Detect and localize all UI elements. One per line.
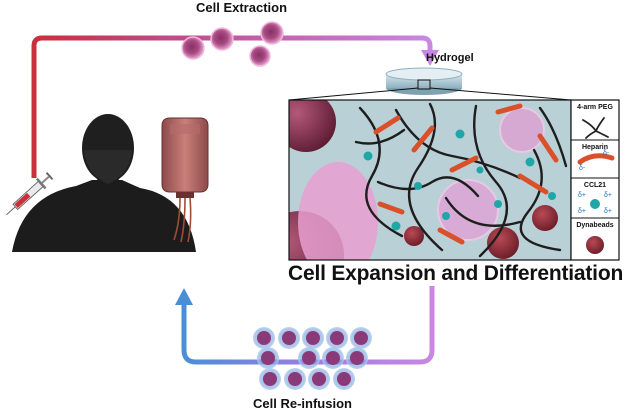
hydrogel-magnified-panel [288,99,572,261]
hydrogel-dish-icon [385,67,463,95]
ccl21-legend-icon [590,199,600,209]
reinfused-cells [253,327,372,390]
extracted-cells [181,21,284,67]
hydrogel-label: Hydrogel [426,52,474,64]
zoom-lines [288,87,572,101]
heparin-charge-right: δ- [603,150,610,157]
ccl21-charge-tl: δ+ [578,192,586,199]
ccl21-charge-bl: δ+ [578,208,586,215]
legend-dynabeads-label: Dynabeads [576,222,614,229]
legend-peg-label: 4-arm PEG [577,104,613,111]
legend-heparin-label: Heparin [581,144,609,151]
ccl21-charge-br: δ+ [604,208,612,215]
patient-silhouette [12,114,196,252]
cell-extraction-label: Cell Extraction [196,0,288,15]
peg-legend-icon [582,117,609,139]
legend-box [570,99,620,261]
cell-expansion-label: Cell Expansion and Differentiation [288,262,624,285]
syringe-icon [6,172,54,216]
heparin-legend-icon [577,153,615,165]
ccl21-charge-tr: δ+ [604,192,612,199]
dynabead-legend-icon [586,236,604,254]
legend-ccl21-label: CCL21 [583,182,607,189]
infusion-bag-icon [161,117,209,243]
cell-reinfusion-label: Cell Re-infusion [253,396,352,411]
heparin-charge-left: δ- [579,165,586,172]
